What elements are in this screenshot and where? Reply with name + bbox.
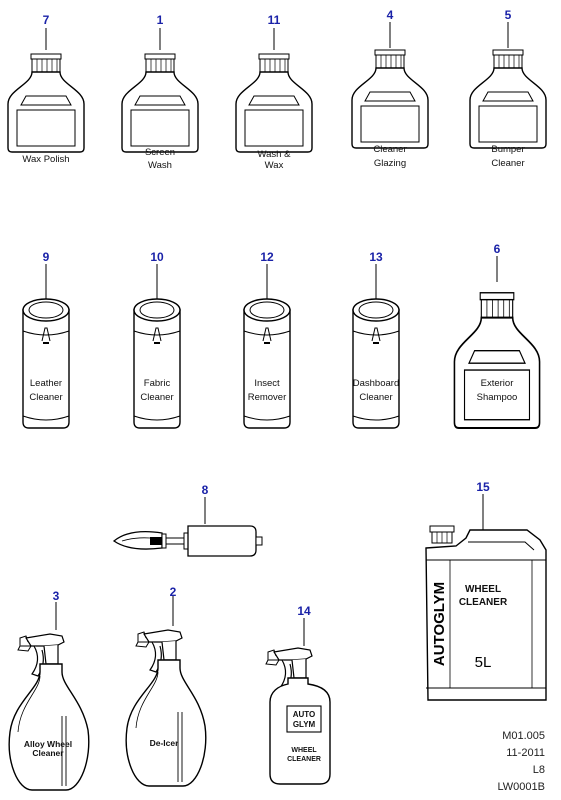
- part-14-label-line2: CLEANER: [287, 756, 321, 763]
- part-3-alloy-wheel-cleaner-spray[interactable]: Alloy Wheel Cleaner 3: [8, 589, 90, 791]
- part-7-wax-polish-bottle[interactable]: Wax Polish 7: [7, 13, 85, 165]
- part-10-label-line2: Cleaner: [140, 392, 173, 403]
- part-8-applicator-tool[interactable]: 8: [112, 483, 263, 557]
- part-1-callout: 1: [157, 13, 164, 27]
- part-9-label-line1: Leather: [30, 378, 62, 389]
- part-8-callout: 8: [202, 483, 209, 497]
- part-4-cleaner-glazing-bottle[interactable]: Cleaner Glazing 4: [351, 8, 429, 169]
- part-5-bumper-cleaner-bottle[interactable]: Bumper Cleaner 5: [469, 8, 547, 169]
- part-3-callout: 3: [53, 589, 60, 603]
- part-9-label-line2: Cleaner: [29, 392, 62, 403]
- part-13-label-line2: Cleaner: [359, 392, 392, 403]
- part-5-label-line1: Bumper: [491, 144, 524, 155]
- part-14-badge-line1: AUTO: [293, 710, 316, 719]
- part-3-label-line1: Alloy Wheel: [24, 739, 72, 749]
- reference-line-3: L8: [532, 764, 545, 776]
- part-12-label-line2: Remover: [248, 392, 287, 403]
- reference-line-2: 11-2011: [506, 747, 545, 759]
- reference-line-1: M01.005: [502, 730, 545, 742]
- part-15-brand: AUTOGLYM: [431, 582, 448, 666]
- part-5-label-line2: Cleaner: [491, 158, 524, 169]
- part-4-label-line1: Cleaner: [373, 144, 406, 155]
- part-4-callout: 4: [387, 8, 394, 22]
- part-13-dashboard-cleaner-can[interactable]: Dashboard Cleaner 13: [352, 250, 400, 429]
- part-12-insect-remover-can[interactable]: Insect Remover 12: [243, 250, 291, 429]
- part-15-volume: 5L: [475, 654, 492, 671]
- part-6-label-line1: Exterior: [481, 378, 514, 389]
- part-9-callout: 9: [43, 250, 50, 264]
- part-2-label-line1: De-Icer: [150, 738, 180, 748]
- part-7-callout: 7: [43, 13, 50, 27]
- part-11-label-line1: Wash &: [258, 149, 292, 160]
- drawing-reference-block: M01.005 11-2011 L8 LW0001B: [498, 728, 546, 796]
- reference-line-4: LW0001B: [497, 781, 546, 793]
- part-3-label-line2: Cleaner: [32, 748, 64, 758]
- part-10-fabric-cleaner-can[interactable]: Fabric Cleaner 10: [133, 250, 181, 429]
- part-10-label-line1: Fabric: [144, 378, 171, 389]
- part-6-exterior-shampoo-bottle[interactable]: Exterior Shampoo 6: [453, 242, 541, 429]
- part-14-badge-line2: GLYM: [293, 720, 316, 729]
- part-15-callout: 15: [476, 480, 490, 494]
- part-14-callout: 14: [297, 604, 311, 618]
- part-12-label-line1: Insect: [254, 378, 280, 389]
- part-13-callout: 13: [369, 250, 383, 264]
- part-5-callout: 5: [505, 8, 512, 22]
- part-2-callout: 2: [170, 585, 177, 599]
- part-7-label-line1: Wax Polish: [22, 154, 69, 165]
- part-6-label-line2: Shampoo: [477, 392, 518, 403]
- part-9-leather-cleaner-can[interactable]: Leather Cleaner 9: [22, 250, 70, 429]
- part-15-wheel-cleaner-5l-container[interactable]: AUTOGLYM WHEEL CLEANER 5L 15: [425, 480, 547, 701]
- part-1-label-line1: Screen: [145, 147, 175, 158]
- part-2-de-icer-spray[interactable]: De-Icer 2: [125, 585, 207, 787]
- part-11-callout: 11: [268, 13, 281, 27]
- part-15-label-line1: WHEEL: [465, 584, 501, 595]
- part-15-label-line2: CLEANER: [459, 597, 508, 608]
- part-11-label-line2: Wax: [265, 160, 284, 171]
- part-11-wash-and-wax-bottle[interactable]: Wash & Wax 11: [235, 13, 313, 171]
- part-1-label-line2: Wash: [148, 160, 172, 171]
- part-10-callout: 10: [150, 250, 164, 264]
- part-14-wheel-cleaner-spray[interactable]: AUTO GLYM WHEEL CLEANER 14: [265, 604, 331, 785]
- part-12-callout: 12: [260, 250, 274, 264]
- part-6-callout: 6: [494, 242, 501, 256]
- part-1-screen-wash-bottle[interactable]: Screen Wash 1: [121, 13, 199, 171]
- part-13-label-line1: Dashboard: [353, 378, 399, 389]
- part-14-label-line1: WHEEL: [291, 747, 317, 754]
- part-4-label-line2: Glazing: [374, 158, 406, 169]
